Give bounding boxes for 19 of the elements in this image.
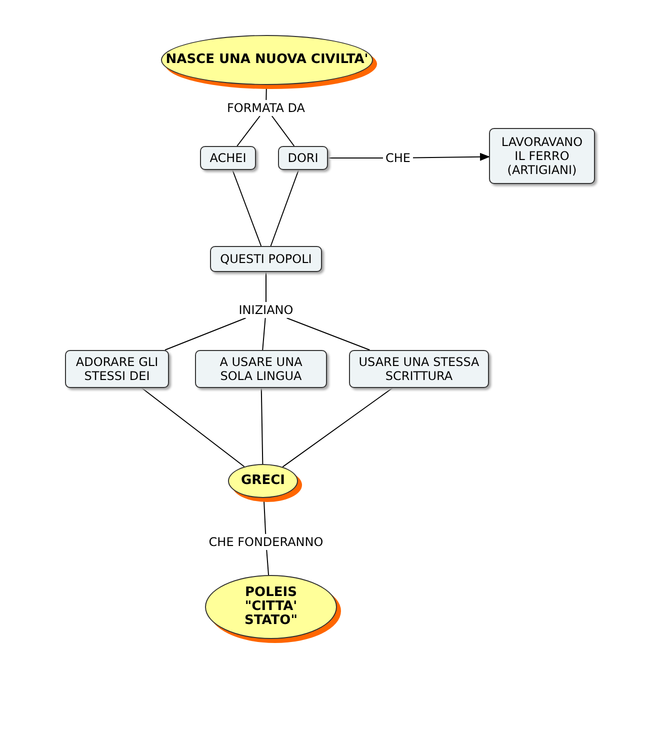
connector-line — [262, 318, 266, 350]
concept-box: ADORARE GLI STESSI DEI — [65, 350, 169, 388]
arrow — [412, 152, 490, 161]
connector-line — [141, 388, 245, 468]
connector-line — [271, 116, 295, 146]
connector-line — [232, 170, 262, 246]
concept-box: USARE UNA STESSA SCRITTURA — [349, 350, 489, 388]
connector-line — [286, 318, 370, 350]
concept-box: A USARE UNA SOLA LINGUA — [195, 350, 327, 388]
concept-box: DORI — [278, 146, 328, 170]
connector-line — [266, 550, 270, 576]
connector-line — [270, 170, 300, 246]
connector-line — [164, 318, 246, 350]
connector-line — [236, 116, 260, 146]
concept-box: LAVORAVANO IL FERRO (ARTIGIANI) — [489, 128, 595, 184]
connector-line — [282, 388, 394, 468]
concept-box: QUESTI POPOLI — [210, 246, 322, 272]
concept-box: ACHEI — [200, 146, 256, 170]
connector-line — [260, 388, 264, 464]
